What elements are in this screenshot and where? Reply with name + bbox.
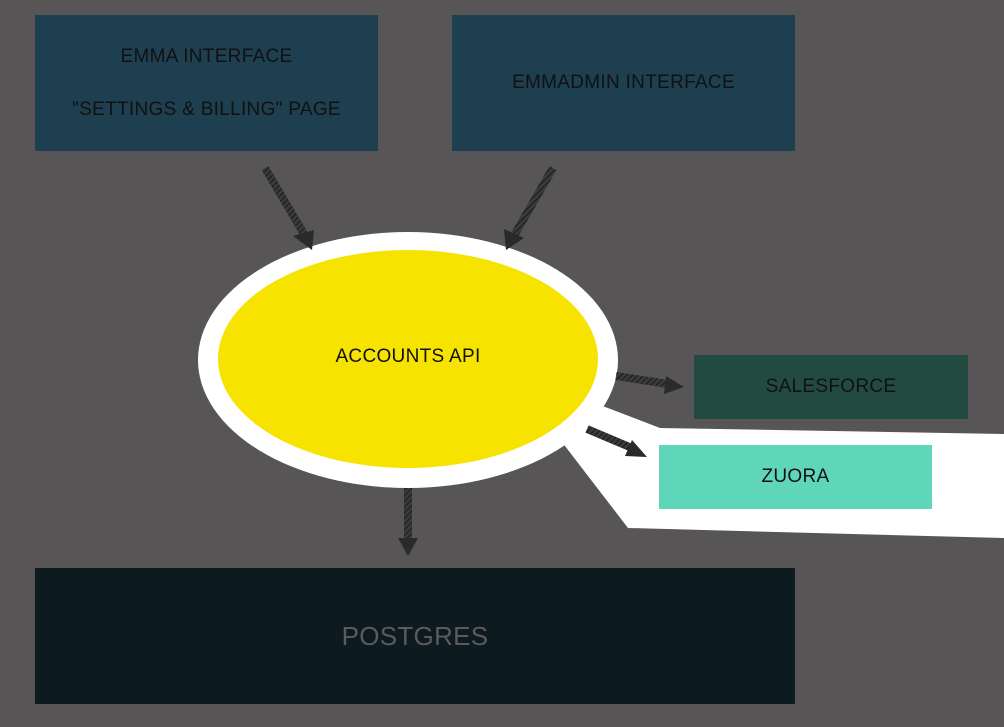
salesforce-label: SALESFORCE — [765, 376, 897, 397]
accounts-api-label: ACCOUNTS API — [335, 346, 481, 367]
emma-interface-title: EMMA INTERFACE — [120, 45, 293, 67]
arrow-api-to-postgres — [398, 488, 418, 556]
arrow-emmadmin-to-api — [504, 166, 557, 250]
emmadmin-interface-box: EMMADMIN INTERFACE — [452, 15, 795, 151]
zuora-label: ZUORA — [761, 466, 830, 487]
arrow-api-to-zuora — [585, 425, 647, 457]
accounts-api-node: ACCOUNTS API — [218, 250, 598, 468]
zuora-box: ZUORA — [659, 445, 932, 509]
emma-interface-box: EMMA INTERFACE "SETTINGS & BILLING" PAGE — [35, 15, 378, 151]
postgres-box: POSTGRES — [35, 568, 795, 704]
arrow-emma-to-api — [261, 165, 314, 250]
emma-interface-subtitle: "SETTINGS & BILLING" PAGE — [72, 98, 341, 120]
arrow-api-to-salesforce — [615, 372, 684, 394]
salesforce-box: SALESFORCE — [694, 355, 968, 419]
postgres-label: POSTGRES — [341, 620, 489, 651]
emmadmin-interface-label: EMMADMIN INTERFACE — [512, 72, 735, 93]
